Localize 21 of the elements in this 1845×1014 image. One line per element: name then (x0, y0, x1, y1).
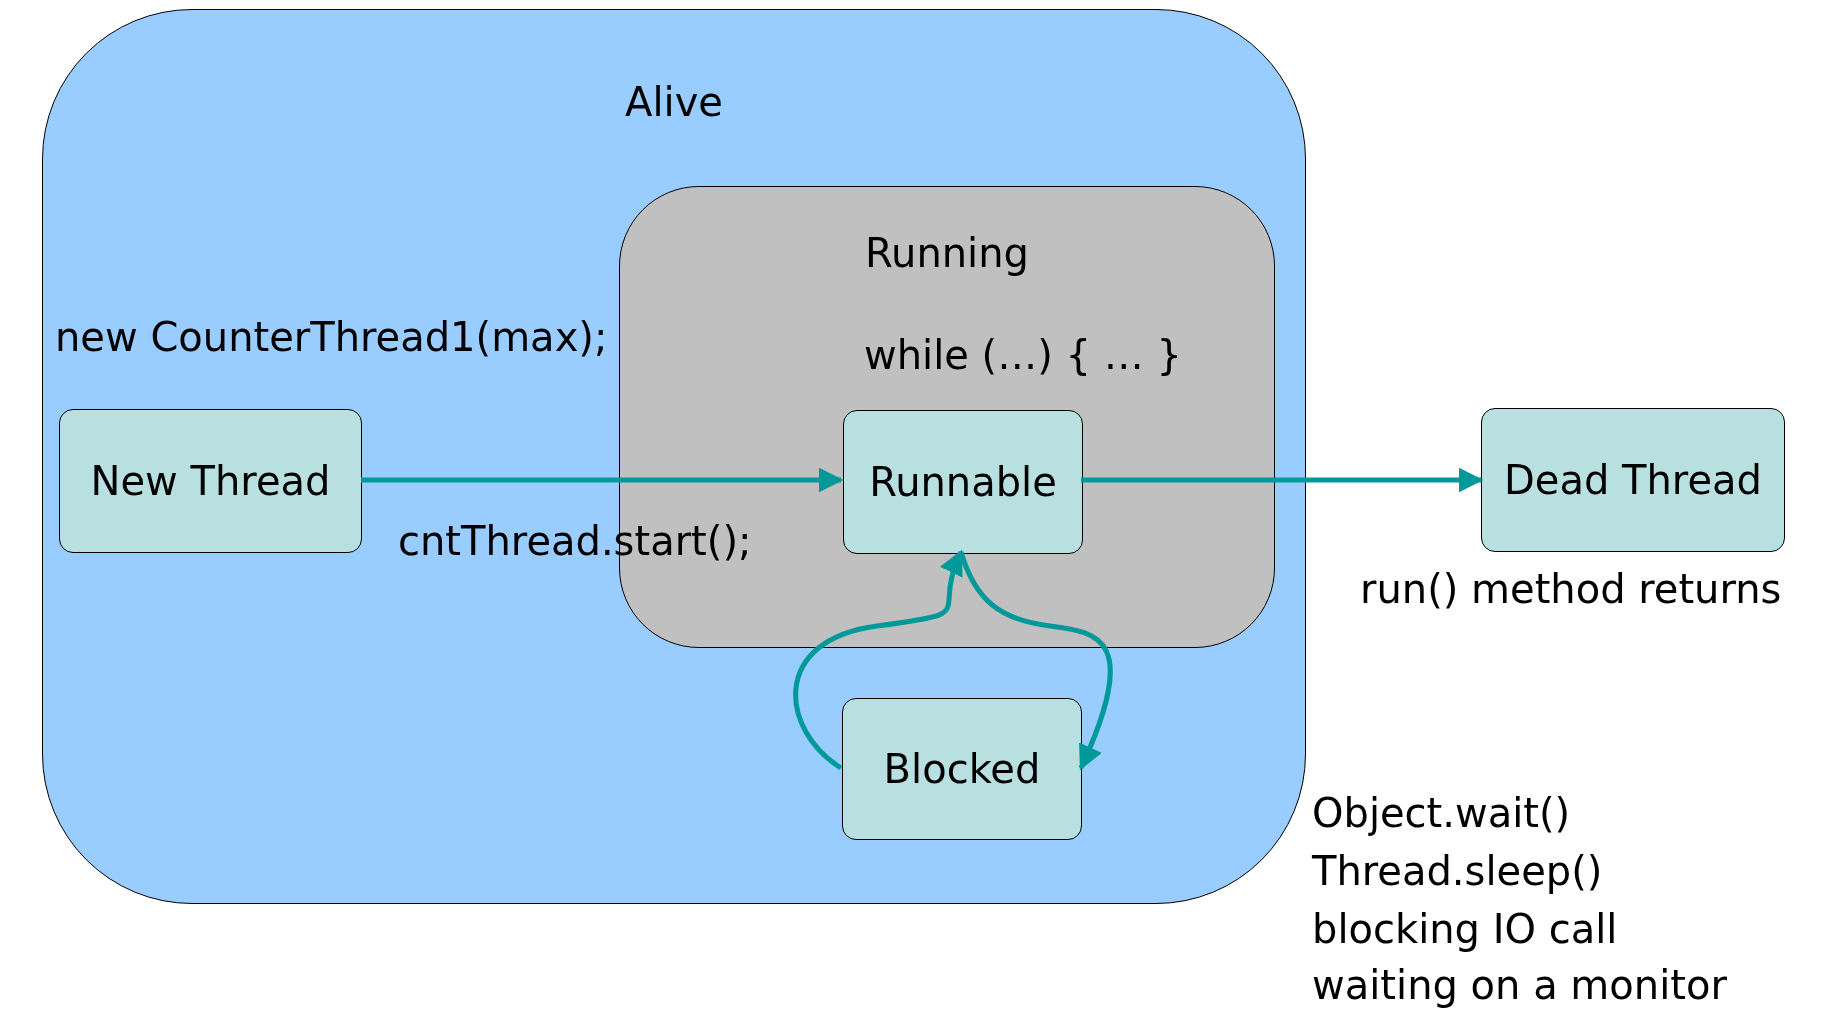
arrow (793, 549, 964, 770)
state-box (1481, 408, 1785, 552)
annotation-text: run() method returns (1360, 566, 1782, 612)
arrow (1081, 467, 1484, 493)
state-label: Dead Thread (1503, 457, 1763, 503)
annotation-text: Object.wait() (1312, 790, 1571, 836)
state-region (42, 9, 1306, 904)
arrow (361, 467, 844, 493)
state-box (842, 698, 1082, 840)
annotation-text: Thread.sleep() (1312, 848, 1603, 894)
state-label: Blocked (882, 746, 1042, 792)
state-label: Runnable (868, 459, 1058, 505)
annotation-text: blocking IO call (1312, 906, 1618, 952)
state-label: Running (864, 230, 1030, 276)
state-box (59, 409, 362, 553)
state-box (843, 410, 1083, 554)
annotation-text: waiting on a monitor (1312, 962, 1727, 1008)
state-label: Alive (624, 79, 724, 125)
annotation-text: new CounterThread1(max); (55, 314, 608, 360)
code-text: while (…) { … } (864, 332, 1182, 378)
state-label: New Thread (89, 458, 332, 504)
